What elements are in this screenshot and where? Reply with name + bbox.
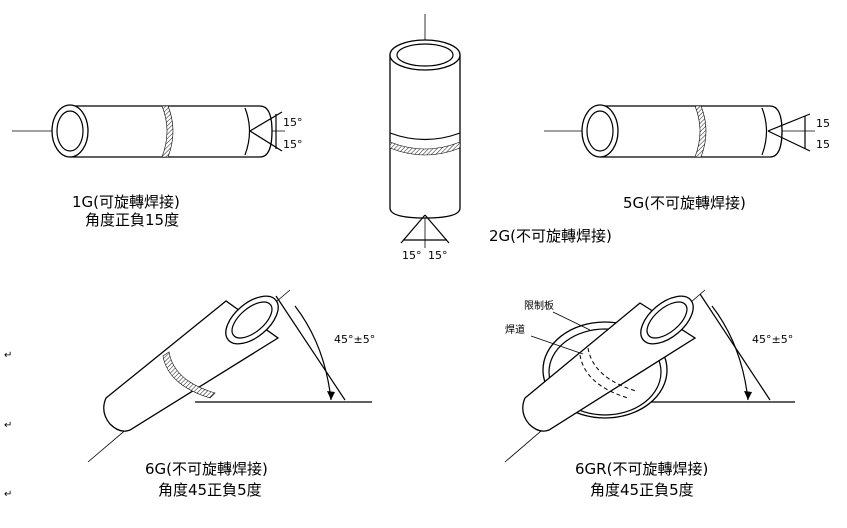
figure-6g: 45°±5° 6G(不可旋轉焊接) 角度45正負5度 bbox=[87, 289, 375, 499]
angle-bottom-label: 15° bbox=[283, 138, 303, 151]
pipe-bore bbox=[646, 301, 688, 339]
figure-subtitle: 角度45正負5度 bbox=[158, 481, 262, 499]
figure-2g: 15° 15° 2G(不可旋轉焊接) bbox=[389, 14, 612, 262]
angle-arc bbox=[711, 305, 749, 401]
pipe-body bbox=[600, 105, 783, 158]
paragraph-mark: ↵ bbox=[4, 350, 12, 361]
angle-left-label: 15° bbox=[402, 249, 422, 262]
pipe-bore bbox=[586, 110, 614, 152]
pipe-bore bbox=[231, 301, 273, 339]
leader-weld bbox=[530, 335, 584, 355]
angle-label: 45°±5° bbox=[752, 333, 793, 346]
angle-bottom-label: 15 bbox=[816, 138, 830, 151]
figure-5g: 15 15 5G(不可旋轉焊接) bbox=[544, 104, 830, 212]
joint-line bbox=[389, 132, 461, 141]
weld-bead-hidden bbox=[579, 354, 629, 399]
angle-label: 45°±5° bbox=[334, 333, 375, 346]
weld-bead-hidden-2 bbox=[587, 347, 637, 392]
figure-6gr: 限制板 焊道 45°±5° 6GR(不可旋轉焊接) 角度45正負5度 bbox=[504, 289, 795, 499]
angle-top-label: 15° bbox=[283, 116, 303, 129]
figure-subtitle: 角度正負15度 bbox=[85, 211, 179, 229]
pipe-end bbox=[640, 295, 694, 345]
paragraph-mark: ↵ bbox=[4, 420, 12, 431]
figure-title: 5G(不可旋轉焊接) bbox=[623, 194, 746, 212]
pipe-end bbox=[51, 104, 89, 158]
angle-line-top bbox=[767, 113, 811, 132]
pipe-bore bbox=[56, 110, 84, 152]
label-plate: 限制板 bbox=[524, 299, 554, 312]
angle-top-label: 15 bbox=[816, 117, 830, 130]
figure-title: 1G(可旋轉焊接) bbox=[72, 193, 180, 211]
angle-line-bottom bbox=[767, 130, 811, 152]
angle-line-bottom bbox=[249, 130, 283, 152]
restriction-plate-rim bbox=[548, 328, 662, 416]
angle-arrow bbox=[327, 391, 335, 400]
weld-bead bbox=[389, 141, 461, 156]
angle-arrow bbox=[744, 391, 752, 400]
figure-title: 6GR(不可旋轉焊接) bbox=[575, 460, 708, 478]
leader-plate bbox=[552, 311, 591, 331]
figure-title: 2G(不可旋轉焊接) bbox=[489, 227, 612, 245]
angle-line-top bbox=[249, 111, 283, 132]
pipe-end bbox=[581, 104, 619, 158]
angle-right-label: 15° bbox=[428, 249, 448, 262]
pipe-end bbox=[389, 39, 461, 71]
pipe-bore bbox=[396, 43, 454, 67]
pipe-end bbox=[225, 295, 279, 345]
angle-line-left bbox=[400, 214, 426, 244]
paragraph-mark: ↵ bbox=[4, 489, 12, 500]
pipe-taper bbox=[244, 107, 251, 156]
angle-line-right bbox=[424, 214, 450, 244]
weld-bead bbox=[694, 105, 707, 158]
angle-arc bbox=[294, 305, 332, 401]
pipe-body bbox=[389, 55, 461, 219]
angle-extension bbox=[275, 295, 346, 401]
weld-bead bbox=[161, 105, 174, 158]
figure-title: 6G(不可旋轉焊接) bbox=[145, 460, 268, 478]
weld-bead bbox=[162, 351, 216, 399]
label-weld: 焊道 bbox=[505, 323, 525, 336]
figure-1g: 15° 15° 1G(可旋轉焊接) 角度正負15度 bbox=[12, 104, 303, 229]
pipe-taper bbox=[761, 107, 768, 156]
figure-subtitle: 角度45正負5度 bbox=[590, 481, 694, 499]
